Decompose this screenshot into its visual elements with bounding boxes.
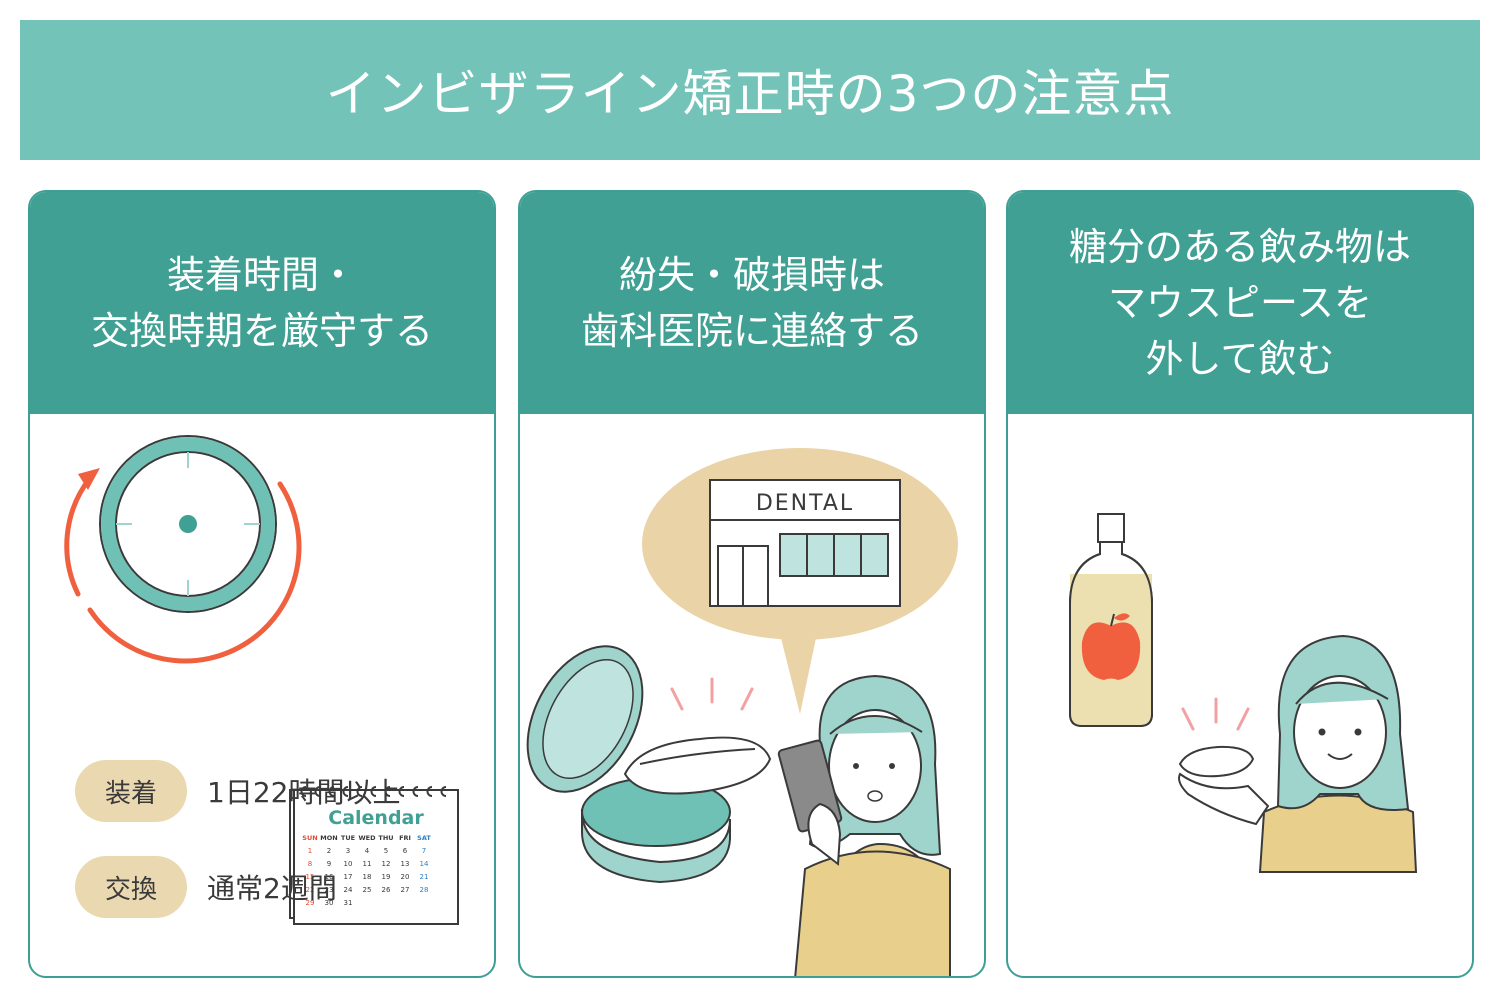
calendar-day: 23 [325,886,334,894]
aligner-icon [1178,745,1255,778]
calendar-day: 27 [401,886,410,894]
card-body [1008,414,1472,976]
calendar-day: 21 [420,873,429,881]
exchange-period-text: 通常2週間 [207,872,337,905]
calendar-weekday: TUE [341,834,355,842]
header-banner: インビザライン矯正時の3つの注意点 [20,20,1480,160]
calendar-day: 16 [325,873,334,881]
card-wear-time: 装着時間・ 交換時期を厳守する [28,190,496,978]
page-title: インビザライン矯正時の3つの注意点 [325,65,1175,123]
calendar-day: 19 [382,873,391,881]
calendar-day: 12 [382,860,391,868]
aligner-icon [623,736,772,795]
calendar-day: 13 [401,860,410,868]
rotation-arrows-icon [64,475,302,664]
card-title-line: 歯科医院に連絡する [580,309,923,353]
calendar-day: 7 [422,847,426,855]
calendar-rings [300,786,447,797]
card-header: 糖分のある飲み物は マウスピースを 外して飲む [1008,192,1472,414]
calendar-day: 28 [420,886,429,894]
card-title-line: 装着時間・ [166,253,357,297]
calendar-day: 5 [384,847,388,855]
clinic-sign: DENTAL [756,491,854,516]
info-row-exchange: 交換 通常2週間 [75,856,337,918]
woman-holding-aligner-icon [1178,634,1418,873]
aligner-case-icon [526,645,731,884]
alert-lines [670,677,754,711]
calendar-day: 22 [306,886,315,894]
calendar-day: 2 [327,847,331,855]
card-sugary-drinks: 糖分のある飲み物は マウスピースを 外して飲む [1006,190,1474,978]
badge-exchange: 交換 [75,856,187,918]
calendar-day: 11 [363,860,372,868]
calendar-day: 20 [401,873,410,881]
juice-bottle-icon [1069,513,1153,727]
calendar-weekday: FRI [399,834,411,842]
calendar-weekday: WED [358,834,376,842]
calendar-day: 8 [308,860,312,868]
card-title: 装着時間・ 交換時期を厳守する [91,247,433,359]
calendar-weekday: THU [378,834,393,842]
card-title-line: 外して飲む [1145,337,1335,381]
clock-icon [99,435,277,613]
calendar-day: 26 [382,886,391,894]
dental-clinic-icon: DENTAL [709,479,901,607]
calendar-day: 1 [308,847,312,855]
calendar-day: 31 [344,899,353,907]
calendar-weekday: SAT [417,834,431,842]
calendar-day: 18 [363,873,372,881]
calendar-title: Calendar [328,807,424,829]
card-loss-damage: 紛失・破損時は 歯科医院に連絡する DENTAL [518,190,986,978]
calendar-day: 3 [346,847,350,855]
card-title-line: 紛失・破損時は [618,253,885,297]
arrow-head [78,468,100,490]
card-header: 紛失・破損時は 歯科医院に連絡する [520,192,984,414]
calendar-day: 30 [325,899,334,907]
alert-lines [1181,697,1250,731]
card-title-line: マウスピースを [1107,281,1373,325]
card-title-line: 交換時期を厳守する [90,309,433,353]
phone-icon [777,739,843,866]
card-title: 紛失・破損時は 歯科医院に連絡する [581,247,923,359]
woman-on-phone-icon [794,674,951,976]
calendar-day: 9 [327,860,331,868]
calendar-day: 25 [363,886,372,894]
calendar-weekday: SUN [302,834,317,842]
card-header: 装着時間・ 交換時期を厳守する [30,192,494,414]
card-illustration [1069,513,1418,873]
calendar-day: 14 [420,860,429,868]
calendar-weekday: MON [320,834,337,842]
apple-icon [1081,613,1141,680]
badge-wear: 装着 [75,760,187,822]
card-illustration: DENTAL [526,448,958,976]
calendar-day: 10 [344,860,353,868]
calendar-day: 4 [365,847,370,855]
calendar-day: 15 [306,873,315,881]
calendar-day: 24 [344,886,353,894]
card-title: 糖分のある飲み物は マウスピースを 外して飲む [1069,219,1411,387]
card-body: DENTAL [520,414,984,976]
calendar-day: 6 [403,847,408,855]
calendar-day: 29 [306,899,315,907]
wear-time-text: 1日22時間以上 [207,776,401,809]
card-title-line: 糖分のある飲み物は [1068,225,1411,269]
calendar-day: 17 [344,873,353,881]
info-row-wear: 装着 1日22時間以上 [75,760,400,822]
